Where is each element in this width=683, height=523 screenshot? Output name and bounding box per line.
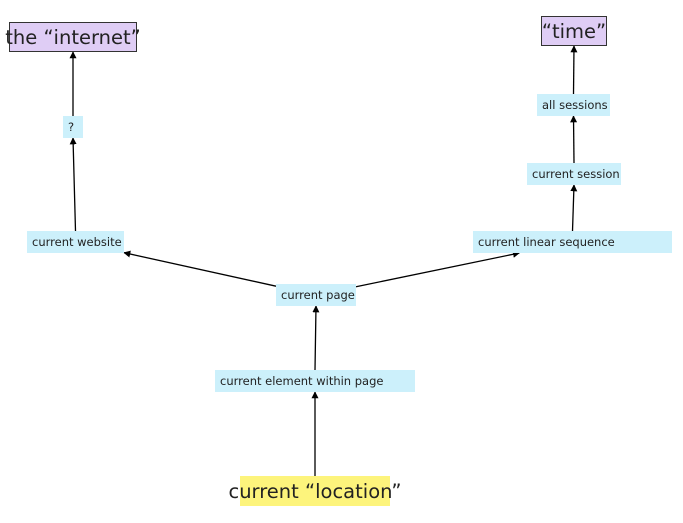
node-current-website-label: current website — [32, 235, 122, 249]
node-time: “time” — [541, 16, 607, 46]
node-question-label: ? — [68, 120, 75, 134]
node-current-page: current page — [276, 284, 356, 306]
node-current-location-label: current “location” — [228, 479, 402, 503]
node-the-internet: the “internet” — [5, 22, 141, 52]
node-question: ? — [63, 116, 83, 138]
node-current-session: current session — [527, 163, 621, 185]
node-current-website: current website — [27, 231, 124, 253]
edge-current-page-to-current-website — [123, 250, 277, 287]
node-time-label: “time” — [541, 19, 607, 43]
node-current-page-label: current page — [281, 288, 355, 302]
node-current-linear-sequence-label: current linear sequence — [478, 235, 615, 249]
edge-current-page-to-current-linear-sequence — [355, 250, 520, 288]
edge-current-session-to-all-sessions — [570, 115, 578, 164]
edge-current-linear-sequence-to-current-session — [570, 184, 578, 232]
node-current-session-label: current session — [532, 167, 620, 181]
edge-all-sessions-to-time — [570, 45, 578, 95]
node-current-element-label: current element within page — [220, 374, 384, 388]
node-current-linear-sequence: current linear sequence — [473, 231, 672, 253]
node-the-internet-label: the “internet” — [5, 25, 141, 49]
node-all-sessions: all sessions — [537, 94, 610, 116]
node-all-sessions-label: all sessions — [542, 98, 608, 112]
edge-current-element-to-current-page — [312, 305, 320, 371]
node-current-element-within-page: current element within page — [215, 370, 415, 392]
node-current-location: current “location” — [228, 476, 402, 506]
edge-current-website-to-question — [69, 137, 77, 232]
